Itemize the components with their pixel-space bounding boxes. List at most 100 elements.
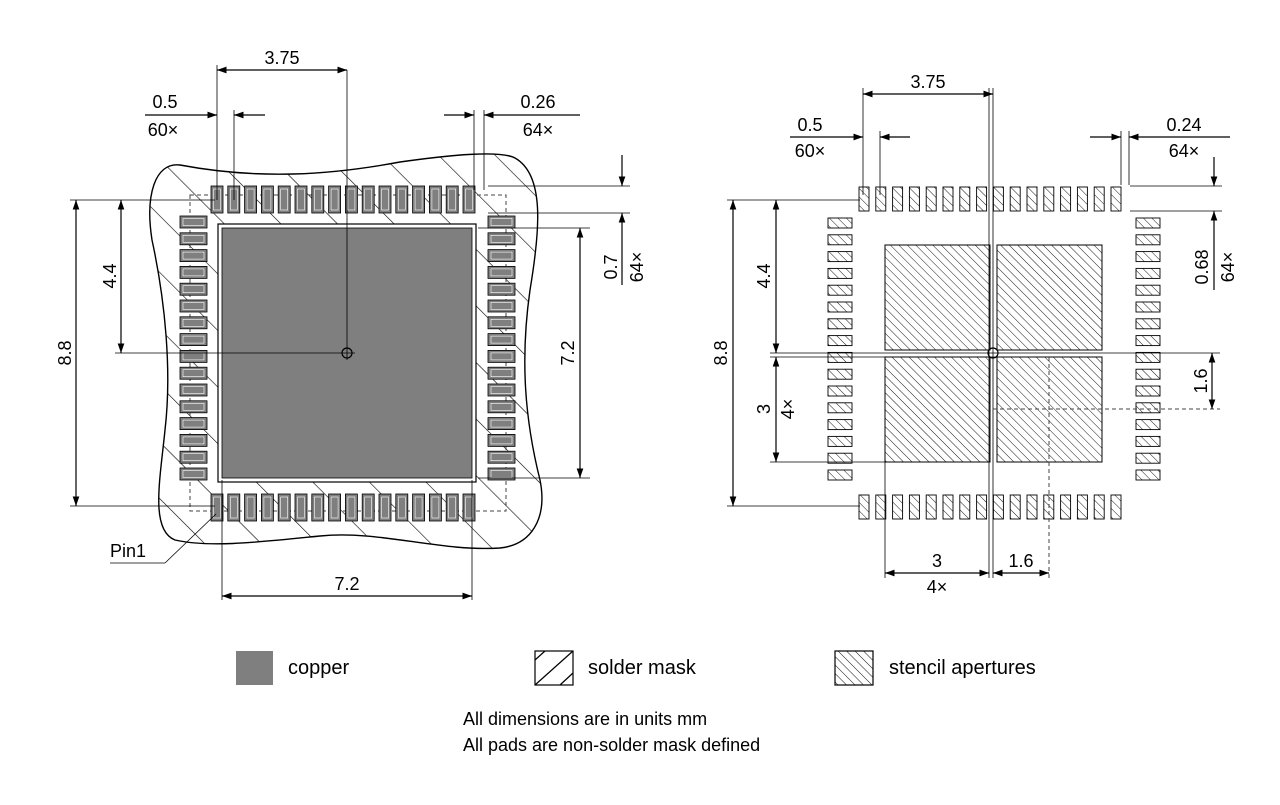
aperture-left <box>827 251 853 263</box>
legend-solder-mask-label: solder mask <box>588 657 697 679</box>
aperture-left <box>827 368 853 380</box>
aperture-right <box>1135 234 1161 246</box>
pad-top <box>462 185 476 214</box>
aperture-left <box>827 435 853 447</box>
pad-right <box>487 232 516 246</box>
pad-top <box>395 185 409 214</box>
pad-left <box>179 450 208 464</box>
aperture-top <box>1009 186 1021 212</box>
aperture-right <box>1135 419 1161 431</box>
aperture-left <box>827 284 853 296</box>
aperture-top <box>908 186 920 212</box>
pad-right <box>487 299 516 313</box>
pad-right <box>487 450 516 464</box>
dim-pitch-left: 0.5 <box>152 92 177 112</box>
dim-pad-length-left: 0.7 <box>601 254 621 279</box>
aperture-left <box>827 452 853 464</box>
legend-stencil-label: stencil apertures <box>889 657 1036 679</box>
left-pads <box>179 185 516 522</box>
pad-bottom <box>378 493 392 522</box>
dim-bottom-count-right: 4× <box>927 577 948 597</box>
pad-top <box>412 185 426 214</box>
legend-copper-label: copper <box>288 657 349 679</box>
stencil-square-bl <box>884 356 991 463</box>
note-nsmd: All pads are non-solder mask defined <box>463 735 760 755</box>
legend: copper solder mask stencil apertures <box>236 650 1036 686</box>
pad-right <box>487 282 516 296</box>
pad-right <box>487 349 516 363</box>
pad-right <box>487 366 516 380</box>
pad-right <box>487 333 516 347</box>
pad-bottom <box>428 493 442 522</box>
aperture-bottom <box>1093 494 1105 520</box>
dim-half-right: 4.4 <box>754 263 774 288</box>
aperture-bottom <box>925 494 937 520</box>
aperture-bottom <box>1076 494 1088 520</box>
dim-aperture-length-count-right: 64× <box>1218 252 1238 283</box>
pad-top <box>428 185 442 214</box>
dim-aperture-width-count-right: 64× <box>1169 141 1200 161</box>
aperture-top <box>858 186 870 212</box>
dim-pitch-count-right: 60× <box>795 141 826 161</box>
right-view: 3.75 0.5 60× 0.24 64× 0.68 64× 8.8 4.4 3 <box>711 72 1238 597</box>
stencil-square-tl <box>884 244 991 351</box>
pad-bottom <box>227 493 241 522</box>
pad-left <box>179 383 208 397</box>
dim-pitch-right: 0.5 <box>797 115 822 135</box>
aperture-right <box>1135 267 1161 279</box>
pad-bottom <box>277 493 291 522</box>
right-apertures <box>827 186 1161 520</box>
aperture-bottom <box>992 494 1004 520</box>
aperture-right <box>1135 385 1161 397</box>
pad-left <box>179 417 208 431</box>
pad-top <box>378 185 392 214</box>
pad-top <box>445 185 459 214</box>
pad-bottom <box>294 493 308 522</box>
pad-left <box>179 349 208 363</box>
aperture-left <box>827 301 853 313</box>
pad-left <box>179 400 208 414</box>
pad-right <box>487 265 516 279</box>
aperture-left <box>827 402 853 414</box>
aperture-bottom <box>892 494 904 520</box>
aperture-right <box>1135 435 1161 447</box>
aperture-bottom <box>942 494 954 520</box>
aperture-top <box>1093 186 1105 212</box>
pad-left <box>179 433 208 447</box>
aperture-bottom <box>976 494 988 520</box>
note-units: All dimensions are in units mm <box>463 709 707 729</box>
aperture-right <box>1135 318 1161 330</box>
pad-left <box>179 215 208 229</box>
dim-pad-length-count-left: 64× <box>627 252 647 283</box>
aperture-top <box>925 186 937 212</box>
aperture-top <box>942 186 954 212</box>
dim-half-left: 4.4 <box>100 263 120 288</box>
pad-bottom <box>445 493 459 522</box>
aperture-top <box>976 186 988 212</box>
pin1-label: Pin1 <box>110 541 146 561</box>
pad-left <box>179 232 208 246</box>
pad-right <box>487 417 516 431</box>
aperture-left <box>827 217 853 229</box>
aperture-bottom <box>858 494 870 520</box>
dim-bottom-span-left: 7.2 <box>334 574 359 594</box>
aperture-left <box>827 267 853 279</box>
pad-left <box>179 265 208 279</box>
pad-bottom <box>462 493 476 522</box>
pad-right <box>487 316 516 330</box>
pad-left <box>179 467 208 481</box>
dim-aperture-width-right: 0.24 <box>1166 115 1201 135</box>
pad-top <box>361 185 375 214</box>
pad-bottom <box>361 493 375 522</box>
aperture-right <box>1135 469 1161 481</box>
pad-bottom <box>412 493 426 522</box>
aperture-right <box>1135 217 1161 229</box>
dim-pad-span-left: 7.2 <box>558 340 578 365</box>
aperture-bottom <box>959 494 971 520</box>
pad-top <box>328 185 342 214</box>
pad-top <box>244 185 258 214</box>
dim-overall-left: 8.8 <box>55 340 75 365</box>
stencil-swatch <box>834 650 874 686</box>
pad-top <box>294 185 308 214</box>
